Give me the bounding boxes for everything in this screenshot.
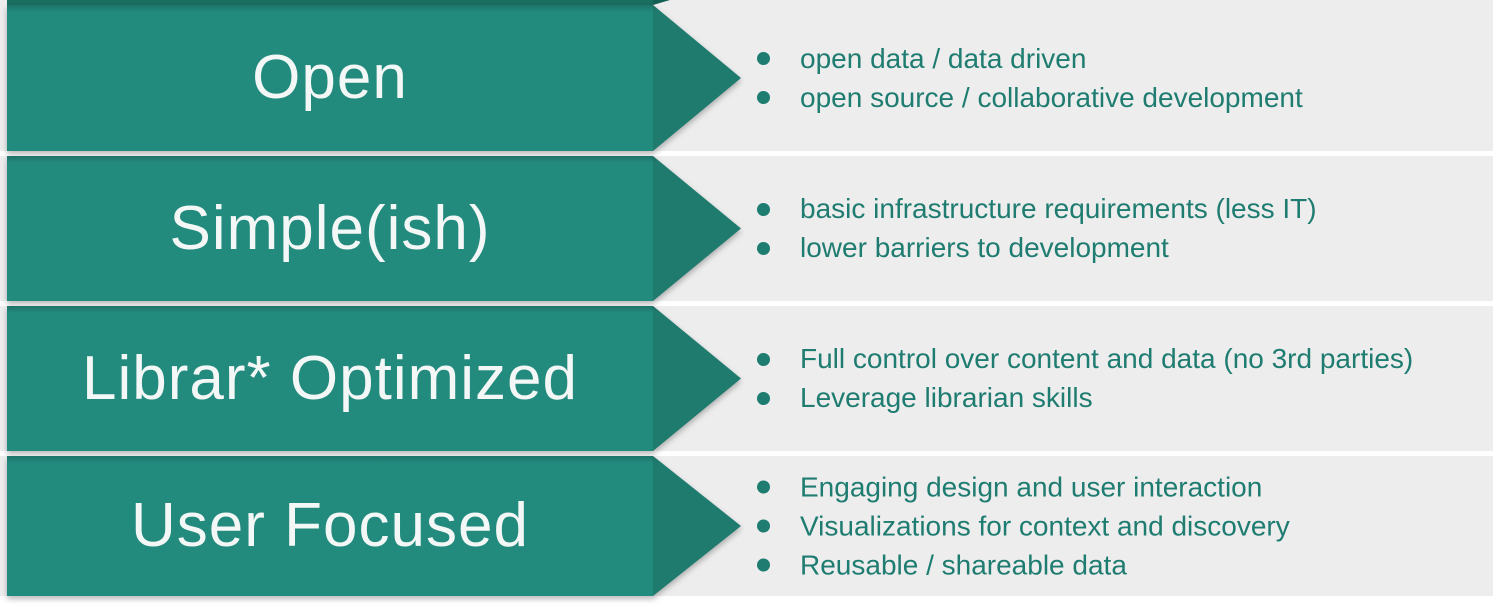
arrow-banner-simple: Simple(ish) xyxy=(7,156,741,301)
bullet-text: basic infrastructure requirements (less … xyxy=(800,193,1317,224)
bullet-text: Reusable / shareable data xyxy=(800,549,1127,580)
arrow-head-icon xyxy=(653,156,741,301)
bullet-item: open data / data driven xyxy=(757,39,1303,78)
bullet-item: Full control over content and data (no 3… xyxy=(757,340,1413,379)
row-user-focused: User Focused Engaging design and user in… xyxy=(0,456,1493,596)
bullet-list-simple: basic infrastructure requirements (less … xyxy=(757,190,1317,268)
bullet-list-librar-optimized: Full control over content and data (no 3… xyxy=(757,340,1413,418)
bullet-item: Visualizations for context and discovery xyxy=(757,507,1290,546)
bullet-item: Engaging design and user interaction xyxy=(757,468,1290,507)
bullet-item: open source / collaborative development xyxy=(757,78,1303,117)
arrow-banner-open: Open xyxy=(7,5,741,151)
bullet-dot-icon xyxy=(757,202,770,216)
arrow-label-librar-optimized: Librar* Optimized xyxy=(82,343,578,413)
bullet-dot-icon xyxy=(757,391,770,405)
cropped-arrow-tip xyxy=(653,0,670,5)
arrow-label-simple: Simple(ish) xyxy=(169,193,491,263)
arrow-body: User Focused xyxy=(7,456,653,596)
bullet-list-open: open data / data driven open source / co… xyxy=(757,39,1303,117)
cropped-arrow-body xyxy=(7,0,653,5)
bullet-dot-icon xyxy=(757,91,770,104)
cropped-row-sliver xyxy=(0,0,1493,5)
bullet-text: open data / data driven xyxy=(800,42,1087,74)
arrow-body: Open xyxy=(7,5,653,151)
bullet-text: Engaging design and user interaction xyxy=(800,471,1263,502)
bullet-dot-icon xyxy=(757,241,770,255)
bullet-item: lower barriers to development xyxy=(757,229,1317,268)
row-simple: Simple(ish) basic infrastructure require… xyxy=(0,156,1493,301)
arrow-body: Librar* Optimized xyxy=(7,306,653,451)
arrow-head-icon xyxy=(653,306,741,451)
bullet-dot-icon xyxy=(757,558,770,572)
bullet-item: basic infrastructure requirements (less … xyxy=(757,190,1317,229)
bullet-dot-icon xyxy=(757,52,770,65)
arrow-label-open: Open xyxy=(252,43,408,112)
arrow-head-icon xyxy=(653,5,741,151)
bullet-item: Leverage librarian skills xyxy=(757,379,1413,418)
bullet-list-user-focused: Engaging design and user interaction Vis… xyxy=(757,468,1290,585)
bullet-text: Visualizations for context and discovery xyxy=(800,510,1290,541)
bullet-text: open source / collaborative development xyxy=(800,81,1303,113)
bullet-dot-icon xyxy=(757,352,770,366)
arrow-banner-user-focused: User Focused xyxy=(7,456,741,596)
bullet-text: Leverage librarian skills xyxy=(800,382,1093,413)
row-librar-optimized: Librar* Optimized Full control over cont… xyxy=(0,306,1493,451)
row-open: Open open data / data driven open source… xyxy=(0,5,1493,151)
bullet-item: Reusable / shareable data xyxy=(757,546,1290,585)
bullet-dot-icon xyxy=(757,519,770,533)
arrow-banner-librar-optimized: Librar* Optimized xyxy=(7,306,741,451)
bullet-text: lower barriers to development xyxy=(800,232,1169,263)
arrow-body: Simple(ish) xyxy=(7,156,653,301)
bullet-text: Full control over content and data (no 3… xyxy=(800,343,1414,374)
bullet-dot-icon xyxy=(757,480,770,494)
arrow-head-icon xyxy=(653,456,741,596)
arrow-label-user-focused: User Focused xyxy=(131,491,529,560)
